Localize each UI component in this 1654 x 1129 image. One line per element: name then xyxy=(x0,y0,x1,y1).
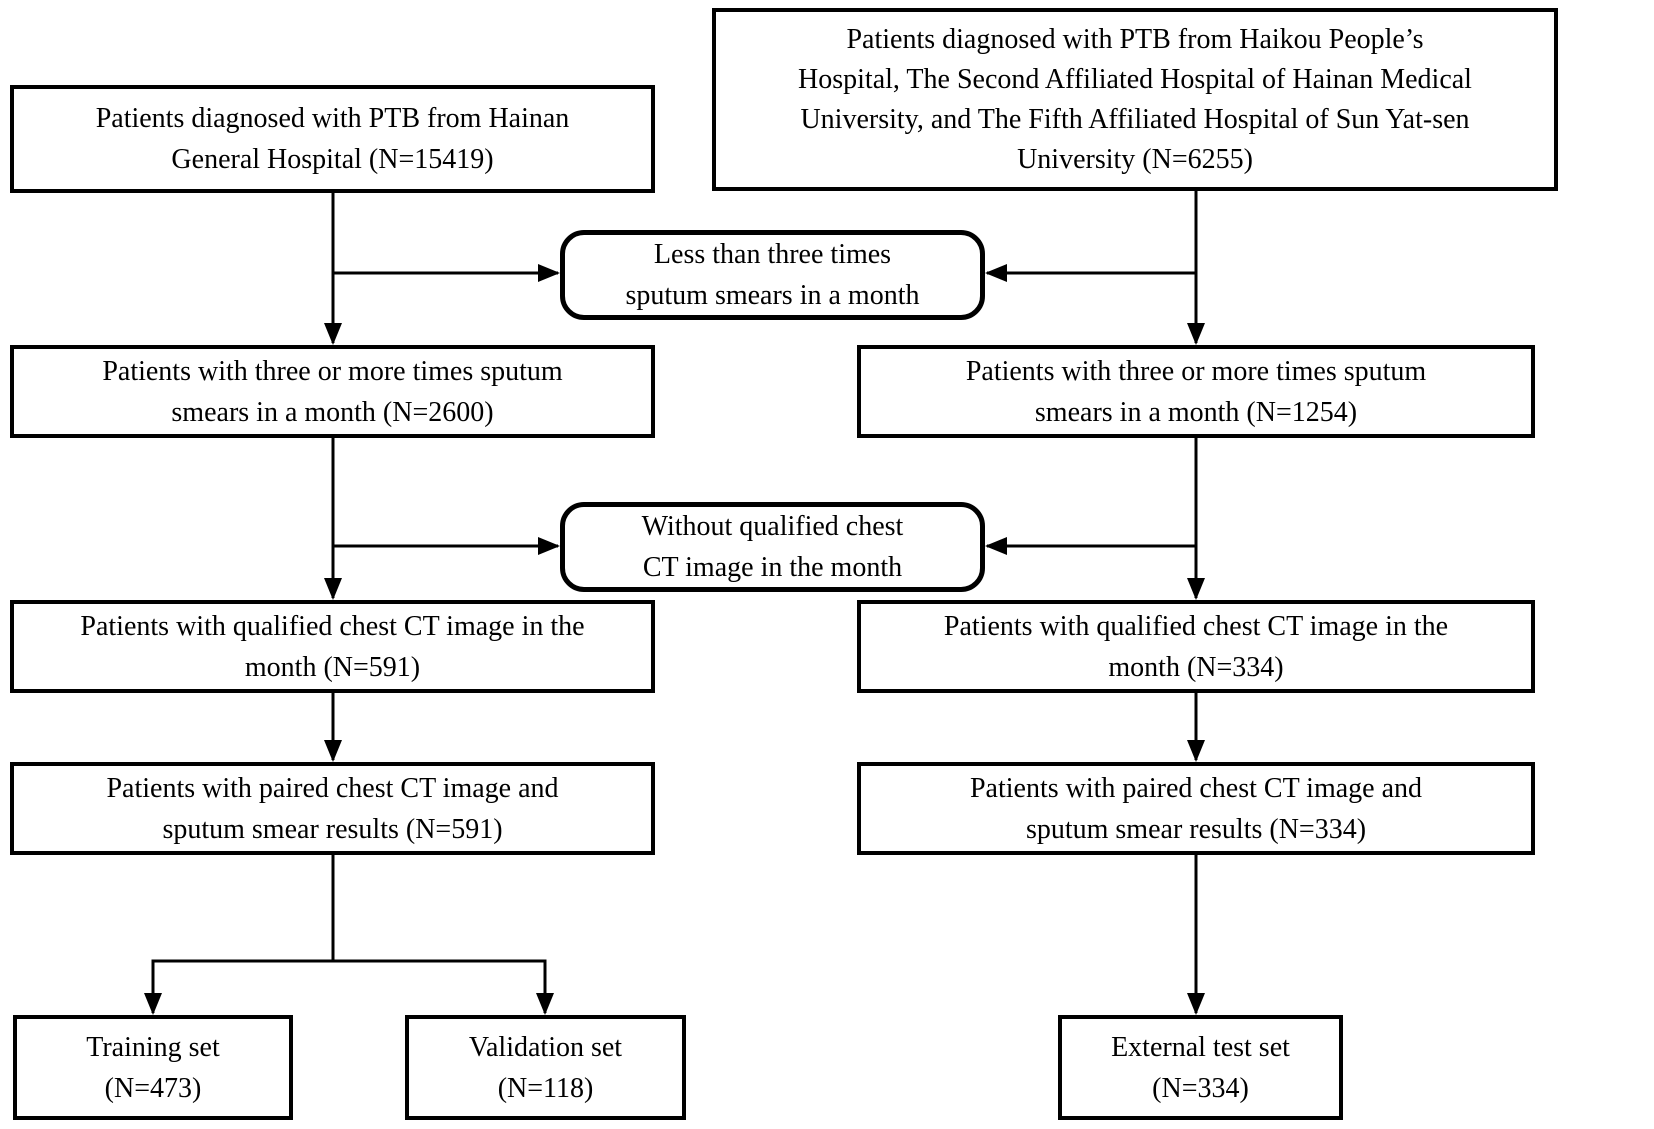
node-exclusion-smears: Less than three times sputum smears in a… xyxy=(560,230,985,320)
node-exclusion-ct: Without qualified chest CT image in the … xyxy=(560,502,985,592)
node-line: sputum smear results (N=591) xyxy=(162,813,503,845)
node-line: sputum smears in a month xyxy=(625,280,920,311)
node-line: Patients with paired chest CT image and xyxy=(106,772,559,804)
node-multicenter-smears: Patients with three or more times sputum… xyxy=(857,345,1535,438)
node-line: Training set xyxy=(86,1031,220,1063)
node-line: (N=118) xyxy=(497,1072,594,1104)
node-multicenter-source: Patients diagnosed with PTB from Haikou … xyxy=(712,8,1558,191)
node-validation-set: Validation set (N=118) xyxy=(405,1015,686,1120)
node-line: Patients with qualified chest CT image i… xyxy=(80,610,585,642)
node-line: Patients diagnosed with PTB from Hainan xyxy=(95,103,570,134)
node-line: Patients with paired chest CT image and xyxy=(969,772,1423,804)
node-line: Patients with three or more times sputum xyxy=(965,355,1427,387)
node-line: Hospital, The Second Affiliated Hospital… xyxy=(798,63,1472,95)
node-line: month (N=334) xyxy=(1108,651,1284,683)
node-line: External test set xyxy=(1111,1031,1290,1063)
node-line: (N=334) xyxy=(1152,1072,1249,1104)
node-multicenter-ct: Patients with qualified chest CT image i… xyxy=(857,600,1535,693)
node-hainan-source: Patients diagnosed with PTB from Hainan … xyxy=(10,85,655,193)
node-line: Patients with qualified chest CT image i… xyxy=(943,610,1449,642)
node-line: smears in a month (N=2600) xyxy=(171,396,494,428)
node-line: Validation set xyxy=(468,1031,623,1063)
node-line: Patients with three or more times sputum xyxy=(102,355,563,387)
node-training-set: Training set (N=473) xyxy=(13,1015,293,1120)
node-line: General Hospital (N=15419) xyxy=(171,144,494,175)
node-external-test-set: External test set (N=334) xyxy=(1058,1015,1343,1120)
node-hainan-paired: Patients with paired chest CT image and … xyxy=(10,762,655,855)
node-hainan-ct: Patients with qualified chest CT image i… xyxy=(10,600,655,693)
node-line: (N=473) xyxy=(104,1072,202,1104)
node-line: Without qualified chest xyxy=(641,511,904,542)
node-line: University (N=6255) xyxy=(1017,143,1253,175)
node-line: CT image in the month xyxy=(642,552,903,583)
node-line: Less than three times xyxy=(653,239,892,270)
node-line: Patients diagnosed with PTB from Haikou … xyxy=(846,23,1424,55)
node-line: smears in a month (N=1254) xyxy=(1034,396,1358,428)
node-line: University, and The Fifth Affiliated Hos… xyxy=(800,103,1470,135)
node-line: sputum smear results (N=334) xyxy=(1025,813,1367,845)
node-line: month (N=591) xyxy=(244,651,421,683)
node-multicenter-paired: Patients with paired chest CT image and … xyxy=(857,762,1535,855)
node-hainan-smears: Patients with three or more times sputum… xyxy=(10,345,655,438)
